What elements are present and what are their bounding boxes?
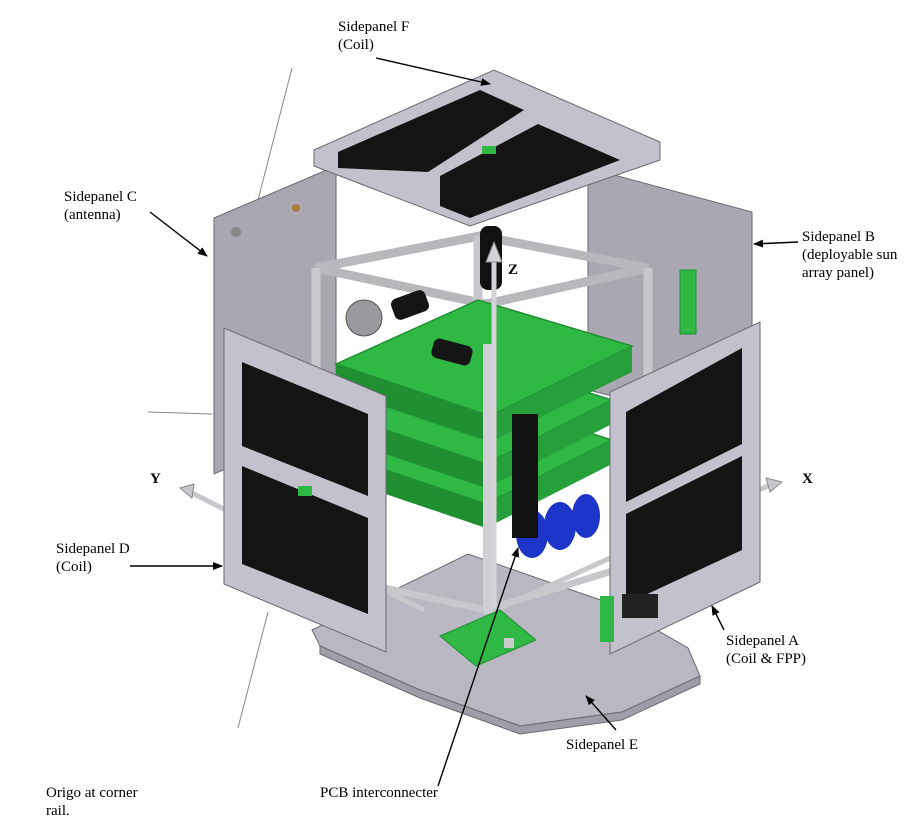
connector-icon	[292, 204, 300, 212]
guide-line	[147, 411, 213, 415]
solar-cell-a1	[626, 348, 742, 502]
motor-icon	[391, 290, 429, 320]
label-panel-f-note: (Coil)	[338, 37, 374, 53]
screw-icon	[231, 227, 241, 237]
label-panel-e: Sidepanel E	[566, 736, 638, 754]
label-origin: Origo at corner rail.	[46, 784, 138, 820]
arrow-panel-e	[585, 695, 617, 731]
solar-cell-f2	[440, 124, 620, 218]
arrow-panel-f	[375, 57, 491, 86]
battery-icon	[572, 494, 600, 538]
label-panel-c-note: (antenna)	[64, 207, 121, 223]
arrow-pcb-interconnecter	[437, 547, 519, 787]
x-axis-arrowhead	[765, 477, 784, 493]
label-panel-e-name: Sidepanel E	[566, 737, 639, 753]
sidepanel-e-edge	[319, 645, 701, 735]
label-origin-line1: Origo at corner	[46, 785, 138, 801]
y-axis-label: Y	[150, 471, 161, 487]
fpp-pcb	[600, 596, 614, 642]
pcb-chip	[504, 638, 514, 648]
z-axis-label: Z	[508, 262, 519, 278]
solar-cell-a2	[626, 456, 742, 604]
label-panel-b-note: (deployable sun	[802, 247, 898, 263]
label-panel-a-note: (Coil & FPP)	[726, 651, 807, 667]
label-panel-d: Sidepanel D (Coil)	[56, 540, 130, 576]
arrow-panel-b	[753, 239, 799, 248]
y-axis-arrowhead	[178, 483, 195, 499]
label-panel-b-note2: array panel)	[802, 265, 875, 281]
wheel-icon	[345, 299, 383, 337]
panel-d-pcb	[298, 486, 312, 496]
guide-line	[237, 611, 269, 729]
panel-b-pcb	[679, 269, 697, 335]
panel-f-pcb	[482, 146, 496, 154]
label-origin-line2: rail.	[46, 803, 70, 819]
label-panel-b: Sidepanel B (deployable sun array panel)	[802, 228, 897, 282]
motor-icon	[431, 338, 473, 366]
solar-cell-f1	[338, 90, 524, 172]
solar-cell-d2	[242, 466, 368, 614]
label-panel-a: Sidepanel A (Coil & FPP)	[726, 632, 806, 668]
label-panel-f: Sidepanel F (Coil)	[338, 18, 409, 54]
label-panel-c-name: Sidepanel C	[64, 189, 137, 205]
guide-line	[257, 67, 293, 201]
z-axis-arrowhead	[485, 240, 503, 263]
fpp-connector-icon	[622, 594, 658, 618]
arrow-panel-c	[149, 211, 208, 257]
x-axis-label: X	[802, 471, 813, 487]
black-module	[512, 414, 538, 538]
label-panel-d-name: Sidepanel D	[56, 541, 130, 557]
solar-cell-d1	[242, 362, 368, 496]
label-panel-c: Sidepanel C (antenna)	[64, 188, 137, 224]
label-panel-a-name: Sidepanel A	[726, 633, 799, 649]
label-pcb-interconnecter: PCB interconnecter	[320, 785, 438, 801]
label-panel-b-name: Sidepanel B	[802, 229, 875, 245]
arrow-panel-a	[711, 605, 725, 631]
battery-icon	[544, 502, 576, 550]
label-panel-d-note: (Coil)	[56, 559, 92, 575]
label-panel-f-name: Sidepanel F	[338, 19, 410, 35]
